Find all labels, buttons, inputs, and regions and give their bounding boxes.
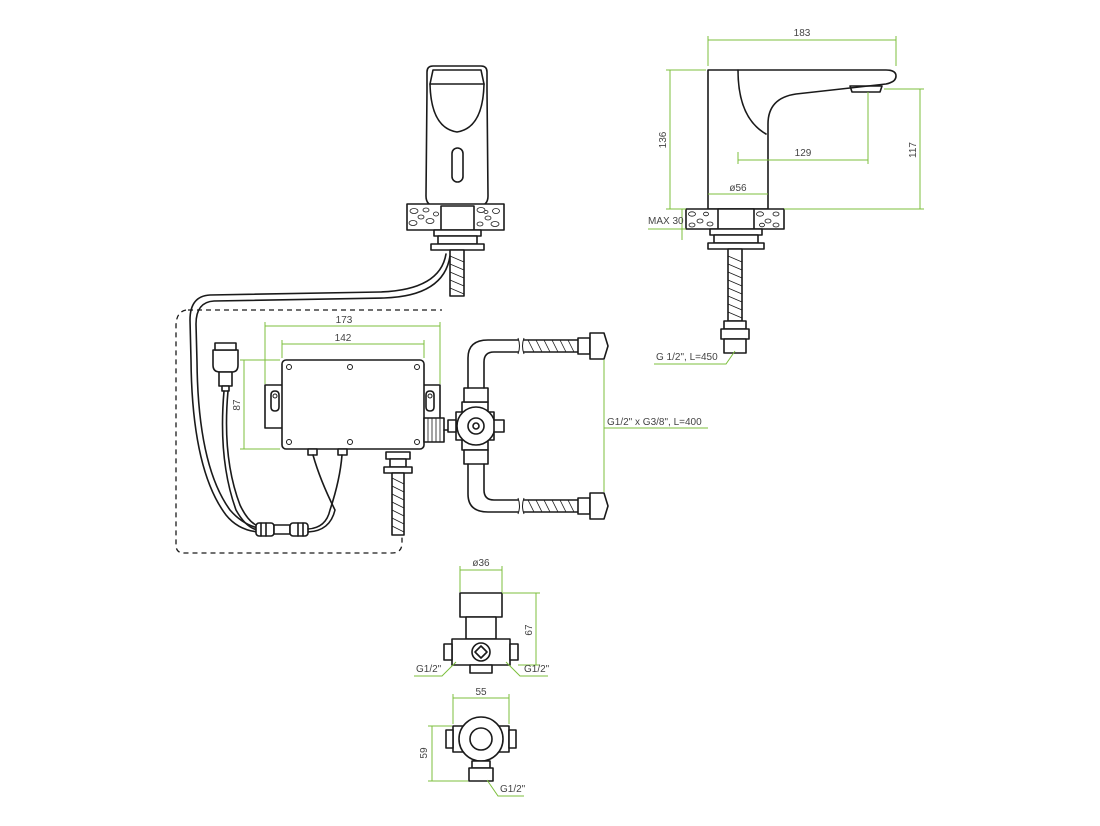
label-valve-right-thread: G1/2" [524, 664, 550, 675]
label-top-depth: 59 [419, 747, 430, 759]
label-box-outer-width: 173 [336, 315, 353, 326]
label-supply-hose: G 1/2", L=450 [656, 352, 718, 363]
dimension-labels: 183 136 117 129 ø56 MAX 30 G 1/2", L=450… [232, 28, 919, 795]
valve-front-detail [443, 592, 519, 674]
side-faucet [685, 69, 897, 354]
label-valve-diameter: ø36 [472, 558, 490, 569]
label-base-diameter: ø56 [729, 183, 747, 194]
label-side-height: 136 [658, 131, 669, 148]
control-box [264, 359, 457, 456]
box-supply-hose [383, 451, 413, 536]
cable-connector [255, 454, 343, 537]
label-spout-height: 117 [908, 142, 919, 158]
label-side-width: 183 [794, 28, 811, 39]
front-faucet [189, 65, 505, 533]
side-deck [685, 208, 785, 230]
front-deck [406, 203, 505, 231]
label-max-deck: MAX 30 [648, 216, 684, 227]
label-spout-reach: 129 [795, 148, 812, 159]
flex-hoses [467, 332, 609, 520]
label-valve-left-thread: G1/2" [416, 664, 442, 675]
label-valve-height: 67 [524, 624, 535, 636]
dimensions [240, 36, 924, 797]
label-hose-spec: G1/2" x G3/8", L=400 [607, 417, 702, 428]
label-top-thread: G1/2" [500, 784, 526, 795]
label-top-width: 55 [475, 687, 487, 698]
installation-frame [175, 309, 403, 554]
mixing-valve [447, 387, 505, 465]
label-box-inner-width: 142 [335, 333, 352, 344]
valve-top-detail [445, 716, 517, 782]
power-plug [212, 342, 259, 531]
label-box-height: 87 [232, 399, 243, 411]
